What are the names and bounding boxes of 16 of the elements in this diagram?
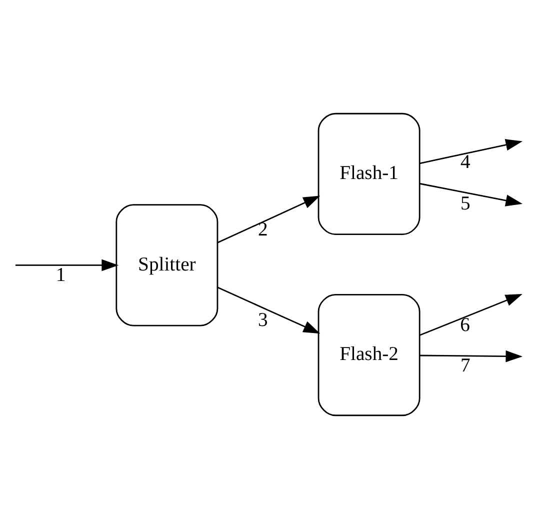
edge-label: 4 [460, 151, 470, 174]
arrow [420, 350, 523, 362]
arrow [15, 259, 119, 272]
arrow [217, 286, 320, 334]
node-box: Splitter [116, 204, 218, 326]
arrow [419, 294, 522, 336]
edge-label: 5 [460, 192, 470, 214]
arrow [420, 182, 523, 206]
node-box: Flash-2 [318, 294, 420, 416]
arrow [217, 196, 320, 244]
node-box: Flash-1 [318, 112, 420, 236]
edge-label: 1 [56, 264, 66, 286]
edge-label: 6 [460, 314, 470, 336]
arrow [420, 139, 523, 164]
edge-label: 7 [460, 354, 470, 377]
edge-label: 3 [258, 308, 268, 331]
